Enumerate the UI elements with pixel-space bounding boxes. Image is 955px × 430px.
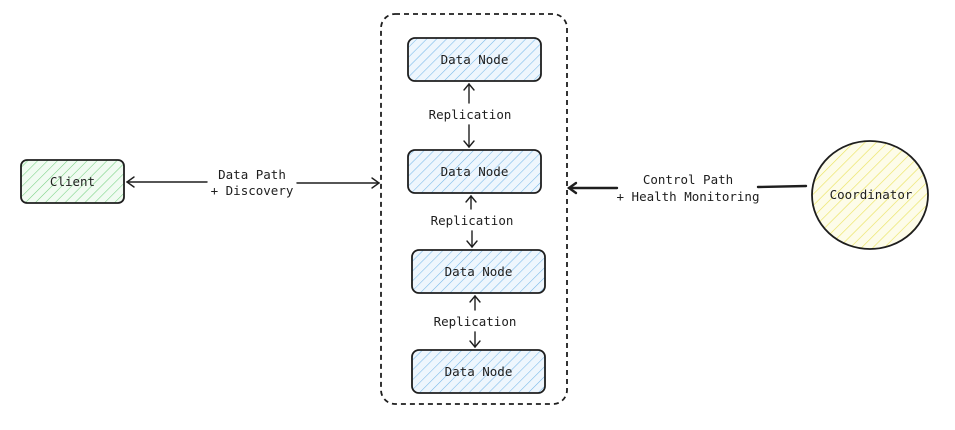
data-node-2-label: Data Node (441, 164, 509, 179)
replication-label-3: Replication (434, 314, 517, 329)
data-node-3-label: Data Node (445, 264, 513, 279)
data-node-1-label: Data Node (441, 52, 509, 67)
replication-label-2: Replication (431, 213, 514, 228)
coordinator-node[interactable]: Coordinator (811, 140, 929, 250)
replication-label-1: Replication (429, 107, 512, 122)
data-path-label-line2: + Discovery (211, 183, 294, 198)
control-path-label-line1: Control Path (643, 172, 733, 187)
data-path-label-line1: Data Path (218, 167, 286, 182)
data-node-4[interactable]: Data Node (411, 349, 546, 394)
cluster-boundary (380, 13, 568, 405)
control-path-edge: Control Path + Health Monitoring (566, 172, 808, 204)
data-node-4-label: Data Node (445, 364, 513, 379)
replication-edge-2: Replication (431, 194, 514, 249)
data-node-3[interactable]: Data Node (411, 249, 546, 294)
client-node[interactable]: Client (20, 159, 125, 204)
replication-edge-1: Replication (429, 82, 512, 149)
data-node-1[interactable]: Data Node (407, 37, 542, 82)
data-node-2[interactable]: Data Node (407, 149, 542, 194)
data-path-edge: Data Path + Discovery (125, 167, 381, 198)
coordinator-label: Coordinator (830, 187, 913, 202)
replication-edge-3: Replication (434, 294, 517, 349)
client-label: Client (50, 174, 95, 189)
control-path-label-line2: + Health Monitoring (617, 189, 760, 204)
